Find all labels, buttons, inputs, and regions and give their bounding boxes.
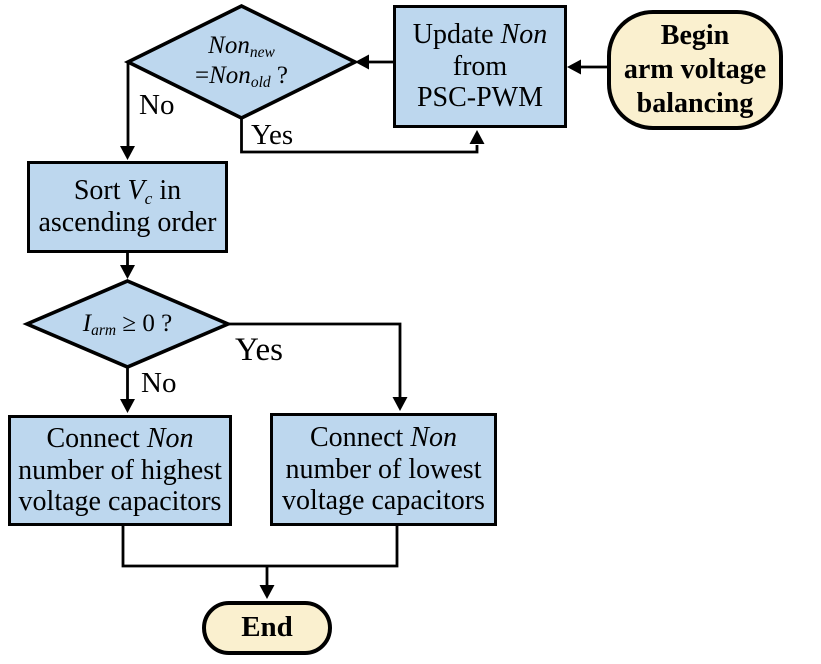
decision-non-label: Nonnew =Nonold ?	[128, 31, 355, 91]
sort-line1: Sort Vc in	[74, 175, 181, 207]
connect-text: Connect	[310, 421, 411, 453]
update-line2: from	[452, 50, 508, 82]
sub-c: c	[144, 188, 153, 208]
update-line1: Update Non	[413, 19, 548, 51]
terminator-begin: Begin arm voltage balancing	[607, 10, 783, 130]
sub-old: old	[250, 74, 271, 92]
decision-iarm-label: Iarm ≥ 0 ?	[27, 309, 228, 339]
arrowhead-left-icon	[355, 54, 369, 70]
edge-label-non-yes: Yes	[251, 119, 294, 151]
connect-highest-line3: voltage capacitors	[18, 486, 222, 518]
connect-lowest-line3: voltage capacitors	[282, 485, 485, 517]
arrowhead-up-icon	[469, 130, 485, 144]
connect-lowest-line1: Connect Non	[310, 422, 457, 454]
edge-label-iarm-yes: Yes	[235, 332, 284, 368]
edge-iarm-yes	[228, 322, 402, 398]
var-non: Non	[208, 32, 250, 59]
sort-text: Sort	[73, 175, 128, 207]
question-mark: ?	[270, 62, 288, 89]
edge-label-non-no: No	[139, 89, 175, 121]
process-sort-vc: Sort Vc in ascending order	[27, 161, 228, 253]
terminator-end: End	[202, 601, 332, 655]
begin-line3: balancing	[636, 87, 754, 119]
arrowhead-down-icon	[392, 397, 408, 411]
var-non: Non	[500, 18, 548, 50]
edge-label-iarm-no: No	[141, 367, 177, 399]
arrowhead-left-icon	[567, 59, 581, 75]
connect-highest-line2: number of highest	[18, 454, 222, 486]
var-non: Non	[209, 62, 251, 89]
begin-line2: arm voltage	[623, 54, 767, 86]
decision-non-line1: Nonnew	[128, 31, 355, 61]
iarm-condition: ≥ 0 ?	[116, 310, 173, 337]
sub-arm: arm	[91, 322, 117, 340]
begin-line1: Begin	[660, 20, 730, 52]
arrowhead-down-icon	[120, 399, 135, 413]
sort-line2: ascending order	[38, 207, 217, 238]
update-text: Update	[412, 18, 501, 50]
var-non: Non	[146, 422, 194, 454]
sort-text-suffix: in	[152, 175, 182, 207]
process-update-non: Update Non from PSC-PWM	[393, 5, 567, 128]
process-connect-highest: Connect Non number of highest voltage ca…	[8, 415, 232, 526]
process-connect-lowest: Connect Non number of lowest voltage cap…	[270, 413, 497, 526]
equals-sign: =	[195, 62, 210, 89]
edge-merge	[121, 526, 399, 568]
var-vc: V	[127, 175, 145, 207]
edge-non-yes-loop	[240, 118, 479, 154]
arrowhead-down-icon	[120, 146, 135, 160]
connect-lowest-line2: number of lowest	[285, 453, 482, 485]
connect-highest-line1: Connect Non	[47, 423, 194, 455]
arrowhead-down-icon	[259, 585, 275, 599]
var-iarm: Iarm	[82, 310, 117, 340]
decision-non-line2: =Nonold ?	[128, 61, 355, 91]
update-line3: PSC-PWM	[416, 82, 544, 114]
var-non: Non	[410, 421, 457, 453]
connect-text: Connect	[46, 422, 147, 454]
end-label: End	[241, 611, 293, 644]
arrowhead-down-icon	[120, 265, 135, 279]
sub-new: new	[249, 44, 275, 62]
